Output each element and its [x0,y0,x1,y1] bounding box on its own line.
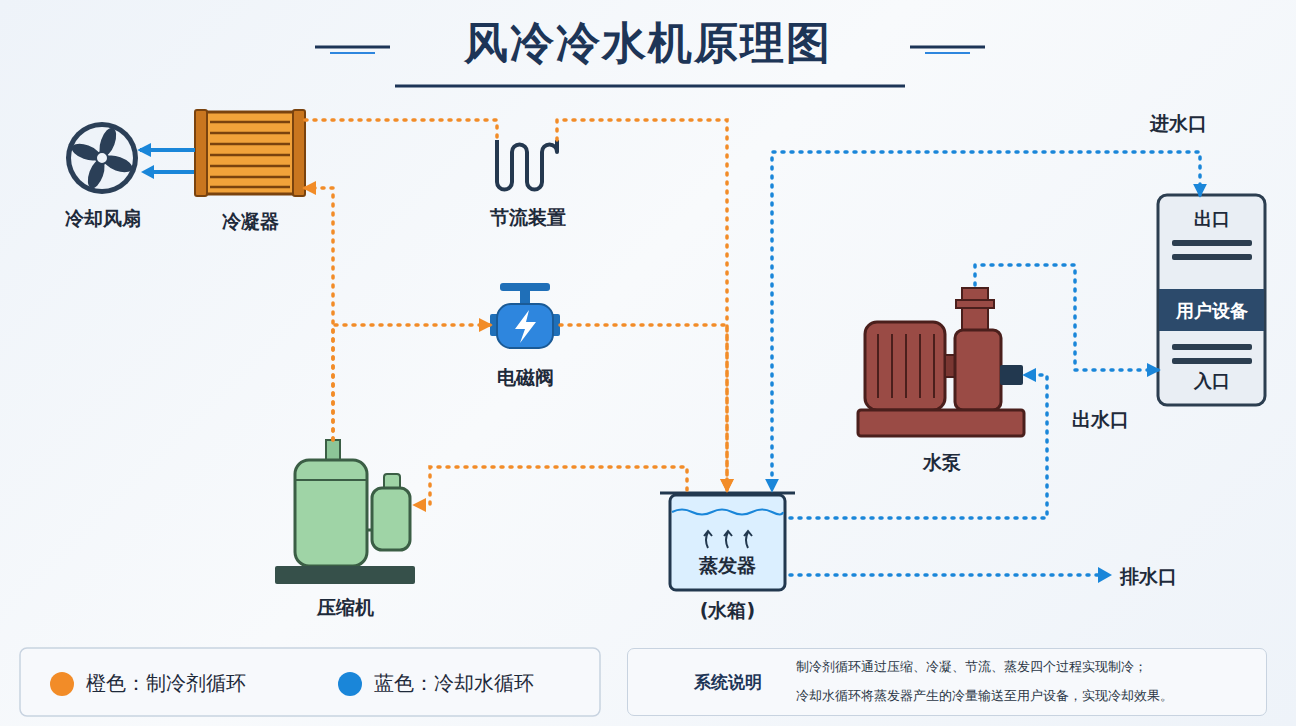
legend-item: 蓝色：冷却水循环 [338,670,534,697]
refrigerant-flow-line [333,325,490,440]
refrigerant-flow-line [305,188,333,440]
legend-item: 橙色：制冷剂循环 [50,670,246,697]
valve-icon [490,283,560,348]
water-flow-line [140,148,195,152]
node-label: (水箱) [625,598,830,624]
diagram-title: 风冷冷水机原理图 [0,14,1296,73]
node-label: 冷却风扇 [5,206,200,232]
node-label: 节流装置 [430,205,625,231]
drain-line [790,567,1112,583]
legend-panel [20,648,600,716]
evaporator-tank [660,493,795,590]
node-label: 系统说明 [694,671,762,694]
condenser-icon [195,110,305,196]
port-label: 排水口 [1120,564,1177,590]
port-label: 进水口 [1150,111,1207,137]
user-equipment-node: 出口用户设备入口 [1158,195,1265,405]
node-label: 制冷剂循环通过压缩、冷凝、节流、蒸发四个过程实现制冷； [796,658,1147,676]
node-label: 用户设备 [1158,299,1265,323]
node-label: 冷凝器 [135,209,365,235]
throttle-node: 节流装置 [490,140,565,195]
fan-icon [66,122,138,194]
water-flow-line [790,375,1047,518]
compressor-node: 压缩机 [275,440,415,585]
throttle-coil [497,140,557,190]
compressor-icon [275,440,415,584]
air-flow-arrow [141,165,195,179]
fan-node: 冷却风扇 [65,122,140,196]
refrigerant-flow-line [415,467,687,505]
node-label: 入口 [1158,369,1265,393]
node-label: 冷却水循环将蒸发器产生的冷量输送至用户设备，实现冷却效果。 [796,687,1173,705]
pump-node: 水泵 [858,285,1025,440]
port-label: 出水口 [1072,407,1129,433]
legend-text: 橙色：制冷剂循环 [86,670,246,697]
evaporator-node: 蒸发器(水箱) [665,490,790,590]
node-label: 压缩机 [235,595,455,621]
system-note-panel: 系统说明 制冷剂循环通过压缩、冷凝、节流、蒸发四个过程实现制冷； 冷却水循环将蒸发器… [627,648,1267,716]
node-label: 蒸发器 [665,553,790,579]
pump-icon [858,288,1024,436]
node-label: 出口 [1158,207,1265,231]
condenser-node: 冷凝器 [195,110,305,197]
water-flow-line [975,265,1158,370]
legend-text: 蓝色：冷却水循环 [374,670,534,697]
refrigerant-flow-line [305,120,497,140]
node-label: 电磁阀 [430,365,620,391]
user-equipment-cabinet [1158,195,1265,405]
refrigerant-flow-line [560,325,727,490]
valve-node: 电磁阀 [490,283,560,349]
refrigerant-flow-line [557,120,727,490]
legend-swatch [50,672,74,696]
legend-swatch [338,672,362,696]
water-flow-line [772,152,1200,490]
node-label: 水泵 [838,450,1045,476]
